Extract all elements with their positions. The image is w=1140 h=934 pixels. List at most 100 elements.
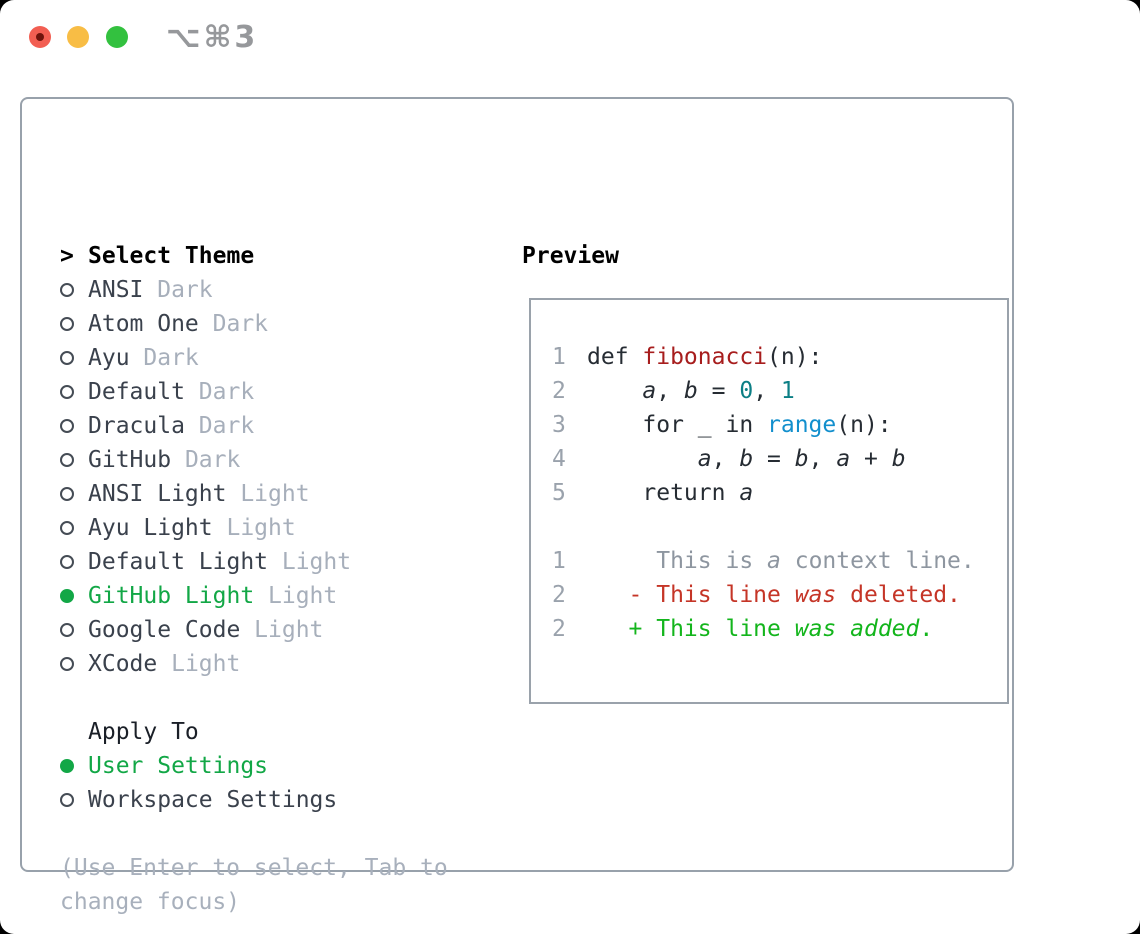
theme-variant: Dark [184,447,241,473]
select-theme-title: Select Theme [88,243,255,269]
theme-name: Atom One [88,311,199,337]
code-text: for _ in range(n): [587,412,891,438]
line-number: 2 [552,582,566,608]
theme-variant: Light [171,651,241,677]
apply-option[interactable]: User Settings [60,749,351,783]
theme-name: Default Light [88,549,269,575]
code-line: 4 a, b = b, a + b [531,442,1007,476]
theme-name: Dracula [88,413,185,439]
theme-variant: Light [281,549,352,575]
code-token: b [794,446,809,472]
code-token: + [850,446,892,472]
code-line: 1 def fibonacci(n): [531,340,1007,374]
radio-marker [60,453,88,467]
theme-item[interactable]: ANSI Dark [60,273,351,307]
code-line: 2 - This line was deleted. [531,578,1007,612]
spacer [60,681,351,715]
code-token: + This line [587,616,795,642]
code-token: . [919,616,934,642]
code-token: , [711,446,740,472]
theme-name: Default [88,379,185,405]
code-token [836,616,850,642]
code-token: = [753,446,795,472]
line-number: 1 [552,548,566,574]
code-token: b [739,446,754,472]
theme-variant: Dark [143,345,199,371]
code-token: = [697,378,740,404]
code-token: return [587,480,740,506]
theme-variant: Light [240,481,310,507]
code-token: was [794,616,837,642]
minimize-button[interactable] [67,26,89,48]
code-token: for _ in [587,412,768,438]
code-text: + This line was added. [587,616,934,642]
code-line [531,510,1007,544]
theme-variant: Light [254,617,324,643]
code-token: This is [587,548,768,574]
code-token [587,378,642,404]
radio-icon [60,419,74,433]
theme-item[interactable]: Ayu Dark [60,341,351,375]
apply-option-label: Workspace Settings [88,787,338,813]
code-text: a, b = 0, 1 [587,378,794,404]
code-line: 3 for _ in range(n): [531,408,1007,442]
radio-marker [60,555,88,569]
theme-item[interactable]: ANSI Light Light [60,477,351,511]
radio-icon [60,453,74,467]
code-text: a, b = b, a + b [587,446,906,472]
apply-to-header: Apply To [60,715,351,749]
radio-marker [60,487,88,501]
select-theme-header: > Select Theme [60,239,351,273]
theme-variant: Dark [157,277,213,303]
theme-item[interactable]: Default Light Light [60,545,351,579]
code-token: b [683,378,698,404]
zoom-button[interactable] [106,26,128,48]
code-text: return a [587,480,753,506]
radio-marker [60,385,88,399]
theme-name: ANSI [88,277,144,303]
radio-icon [60,283,74,297]
code-token: fibonacci [642,344,768,370]
prompt-icon: > [60,243,74,269]
radio-icon [60,521,74,535]
code-token: , [808,446,837,472]
radio-icon [60,589,74,603]
apply-option-label: User Settings [88,753,269,779]
code-token: a [697,446,712,472]
code-text: This is a context line. [587,548,975,574]
line-number: 1 [552,344,566,370]
code-line: 5 return a [531,476,1007,510]
radio-marker [60,623,88,637]
theme-name: Ayu [88,345,130,371]
radio-icon [60,623,74,637]
code-line: 2 a, b = 0, 1 [531,374,1007,408]
apply-to-title: Apply To [88,719,199,745]
code-line: 1 This is a context line. [531,544,1007,578]
radio-icon [60,487,74,501]
radio-icon [60,657,74,671]
radio-marker [60,283,88,297]
apply-option[interactable]: Workspace Settings [60,783,351,817]
close-button[interactable] [29,26,51,48]
code-token: range [767,412,837,438]
code-token: def [587,344,643,370]
radio-marker [60,657,88,671]
line-number: 5 [552,480,566,506]
code-text: def fibonacci(n): [587,344,822,370]
radio-icon [60,793,74,807]
theme-name: ANSI Light [88,481,227,507]
radio-marker [60,521,88,535]
